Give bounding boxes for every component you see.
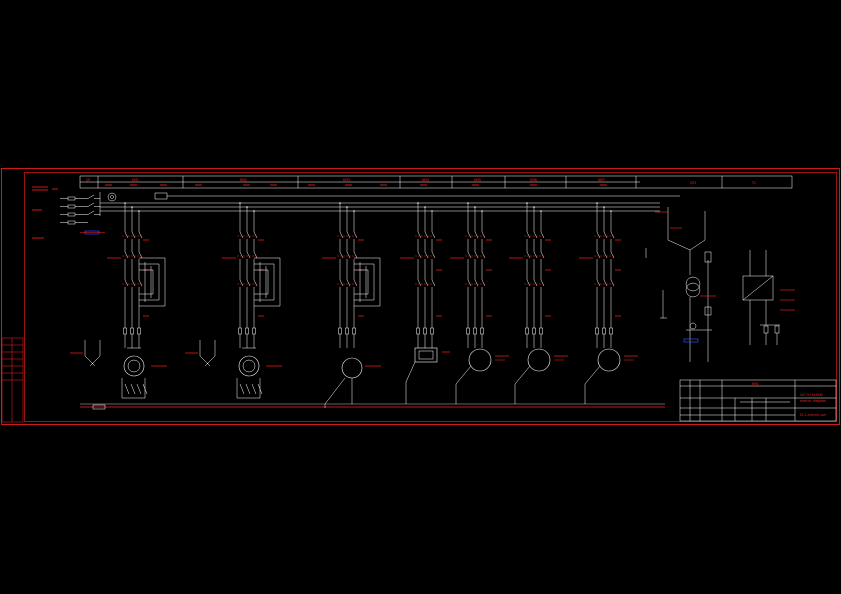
branch-2: [185, 202, 282, 399]
header-labels: QF KM1 KM2 KM3 KM4 KM5 KM6 KM7 QF2 TC: [86, 178, 757, 186]
header-cell-km7: KM7: [598, 178, 605, 182]
header-cell-km5: KM5: [474, 178, 481, 182]
title-block-line1: 2x7.5+3x4kW: [800, 393, 823, 397]
branch-4: [400, 202, 450, 404]
control-line: [80, 403, 665, 410]
title-block: KM1 2x7.5+3x4kW electric diagram EL-1-el…: [679, 379, 837, 422]
inner-frame: [24, 172, 837, 422]
title-block-tag: KM1: [752, 382, 759, 386]
outer-frame: [1, 168, 840, 425]
header-cell-km3: KM3: [343, 178, 350, 182]
header-cell-km4: KM4: [422, 178, 429, 182]
header-cell-km6: KM6: [530, 178, 537, 182]
header-cell-km2: KM2: [240, 178, 247, 182]
main-busbars: [100, 195, 680, 212]
header-cell-km1: KM1: [132, 178, 139, 182]
binding-strip: [1, 337, 24, 423]
branch-6: [509, 202, 568, 404]
branch-7: [579, 202, 638, 404]
header-strip: [79, 175, 793, 189]
header-cell-tc: TC: [751, 181, 757, 185]
title-block-line3: EL-1-electric-sch: [800, 413, 826, 417]
title-block-line2: electric diagram: [800, 399, 826, 403]
branch-5: [450, 202, 509, 404]
power-input: [32, 186, 168, 239]
control-transformer-section: [645, 207, 795, 362]
branch-3: [322, 202, 381, 408]
motor-branches: [70, 202, 638, 408]
branch-1: [70, 202, 167, 399]
header-cell-qf2: QF2: [690, 181, 696, 185]
header-cell-qf: QF: [86, 178, 91, 182]
